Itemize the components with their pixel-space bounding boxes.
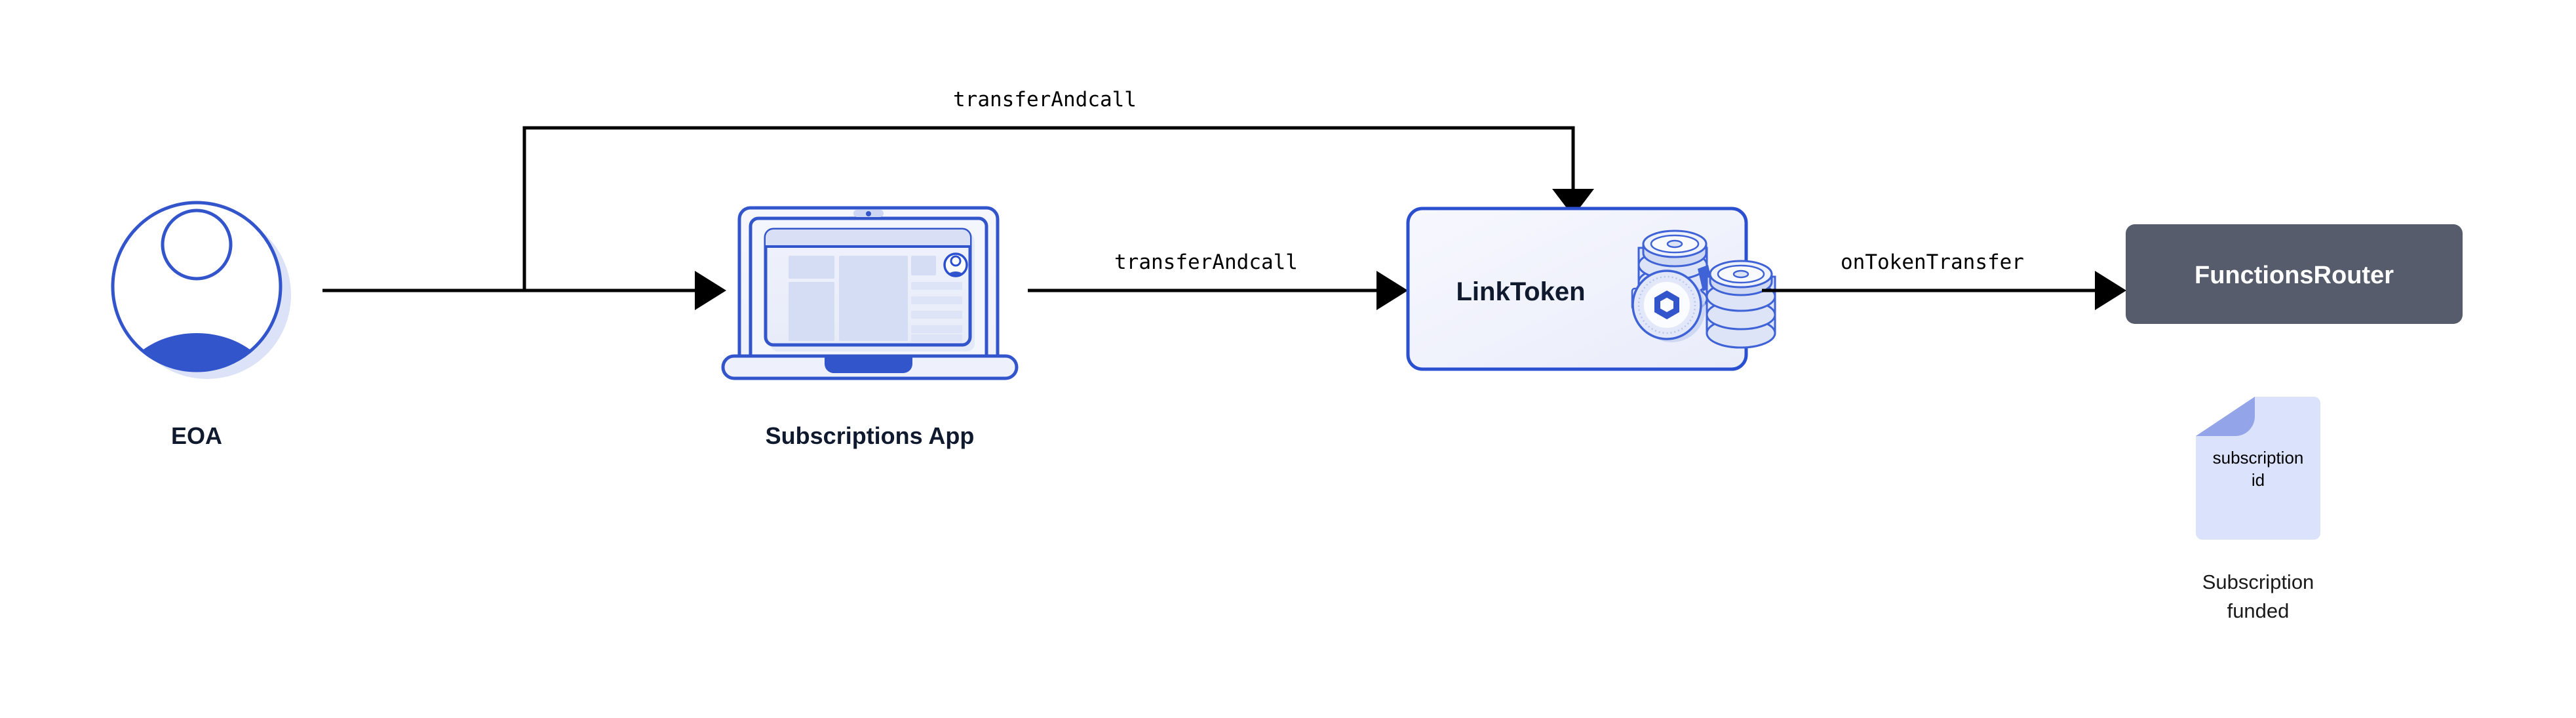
- doc-caption-line-1: Subscription: [2202, 570, 2314, 593]
- document-icon: [2196, 397, 2320, 540]
- node-label-subscriptions-app: Subscriptions App: [766, 422, 975, 449]
- edge-label-ontokentransfer: onTokenTransfer: [1841, 250, 2024, 274]
- doc-line-2: id: [2252, 470, 2265, 490]
- edge-eoa-to-app: [322, 271, 726, 310]
- node-eoa[interactable]: EOA: [111, 201, 291, 467]
- node-linktoken[interactable]: LinkToken: [1406, 207, 1776, 371]
- edge-label-transferandcall-mid: transferAndcall: [1114, 250, 1298, 274]
- app-avatar-icon: [943, 252, 968, 277]
- node-functionsrouter[interactable]: FunctionsRouter: [2126, 224, 2463, 324]
- edge-app-to-linktoken: transferAndcall: [1028, 250, 1408, 310]
- link-token-coins-icon: [1631, 229, 1776, 349]
- edge-label-transferandcall-top: transferAndcall: [953, 88, 1137, 111]
- node-label-functionsrouter: FunctionsRouter: [2195, 262, 2394, 289]
- doc-line-1: subscription: [2213, 448, 2304, 468]
- edge-linktoken-to-router: onTokenTransfer: [1762, 250, 2126, 310]
- node-label-linktoken: LinkToken: [1456, 277, 1585, 306]
- chainlink-coin-icon: [1631, 269, 1706, 342]
- node-subscription-doc[interactable]: subscription id Subscription funded: [2196, 397, 2320, 622]
- node-label-eoa: EOA: [171, 422, 222, 449]
- laptop-icon: [721, 206, 1019, 380]
- doc-caption-line-2: funded: [2227, 599, 2290, 622]
- edge-eoa-to-linktoken-top: transferAndcall: [522, 88, 1594, 290]
- node-subscriptions-app[interactable]: Subscriptions App: [721, 206, 1019, 449]
- functionsrouter-box[interactable]: [2126, 224, 2463, 324]
